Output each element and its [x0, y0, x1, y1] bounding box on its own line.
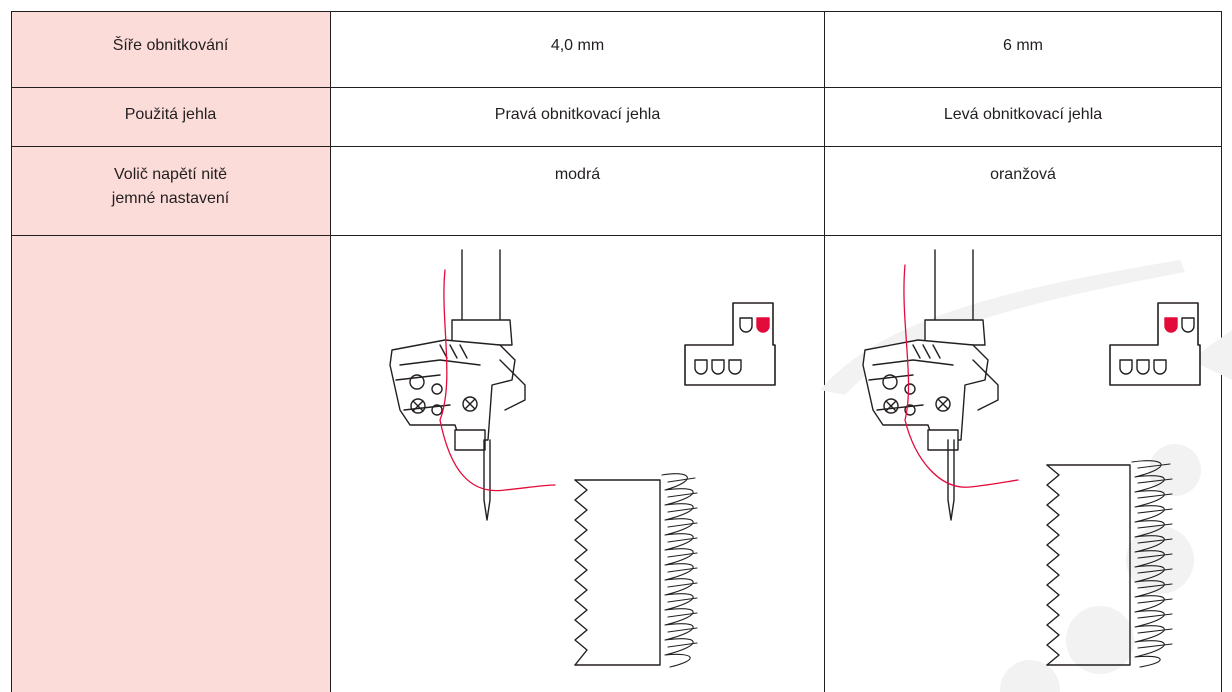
- row-label-overlock-width: Šíře obnitkování: [112, 37, 229, 54]
- table-border-top: [11, 11, 1222, 12]
- row-label-tension-line1: Volič napětí nitě: [114, 166, 227, 183]
- cell-width-left-needle: 6 mm: [1003, 37, 1043, 54]
- column-divider: [330, 11, 331, 692]
- row-label-needle-used: Použitá jehla: [124, 106, 217, 123]
- cell-tension-right: modrá: [554, 166, 601, 183]
- cell-needle-left: Levá obnitkovací jehla: [943, 106, 1103, 123]
- row-divider: [11, 87, 1222, 88]
- cell-tension-left: oranžová: [990, 166, 1056, 183]
- column-divider: [824, 11, 825, 692]
- row-label-tension-line2: jemné nastavení: [111, 190, 230, 207]
- cell-width-right-needle: 4,0 mm: [550, 37, 605, 54]
- table-border-left: [11, 11, 12, 692]
- label-column: [11, 11, 330, 692]
- row-divider: [11, 146, 1222, 147]
- row-divider: [11, 235, 1222, 236]
- cell-needle-right: Pravá obnitkovací jehla: [494, 106, 661, 123]
